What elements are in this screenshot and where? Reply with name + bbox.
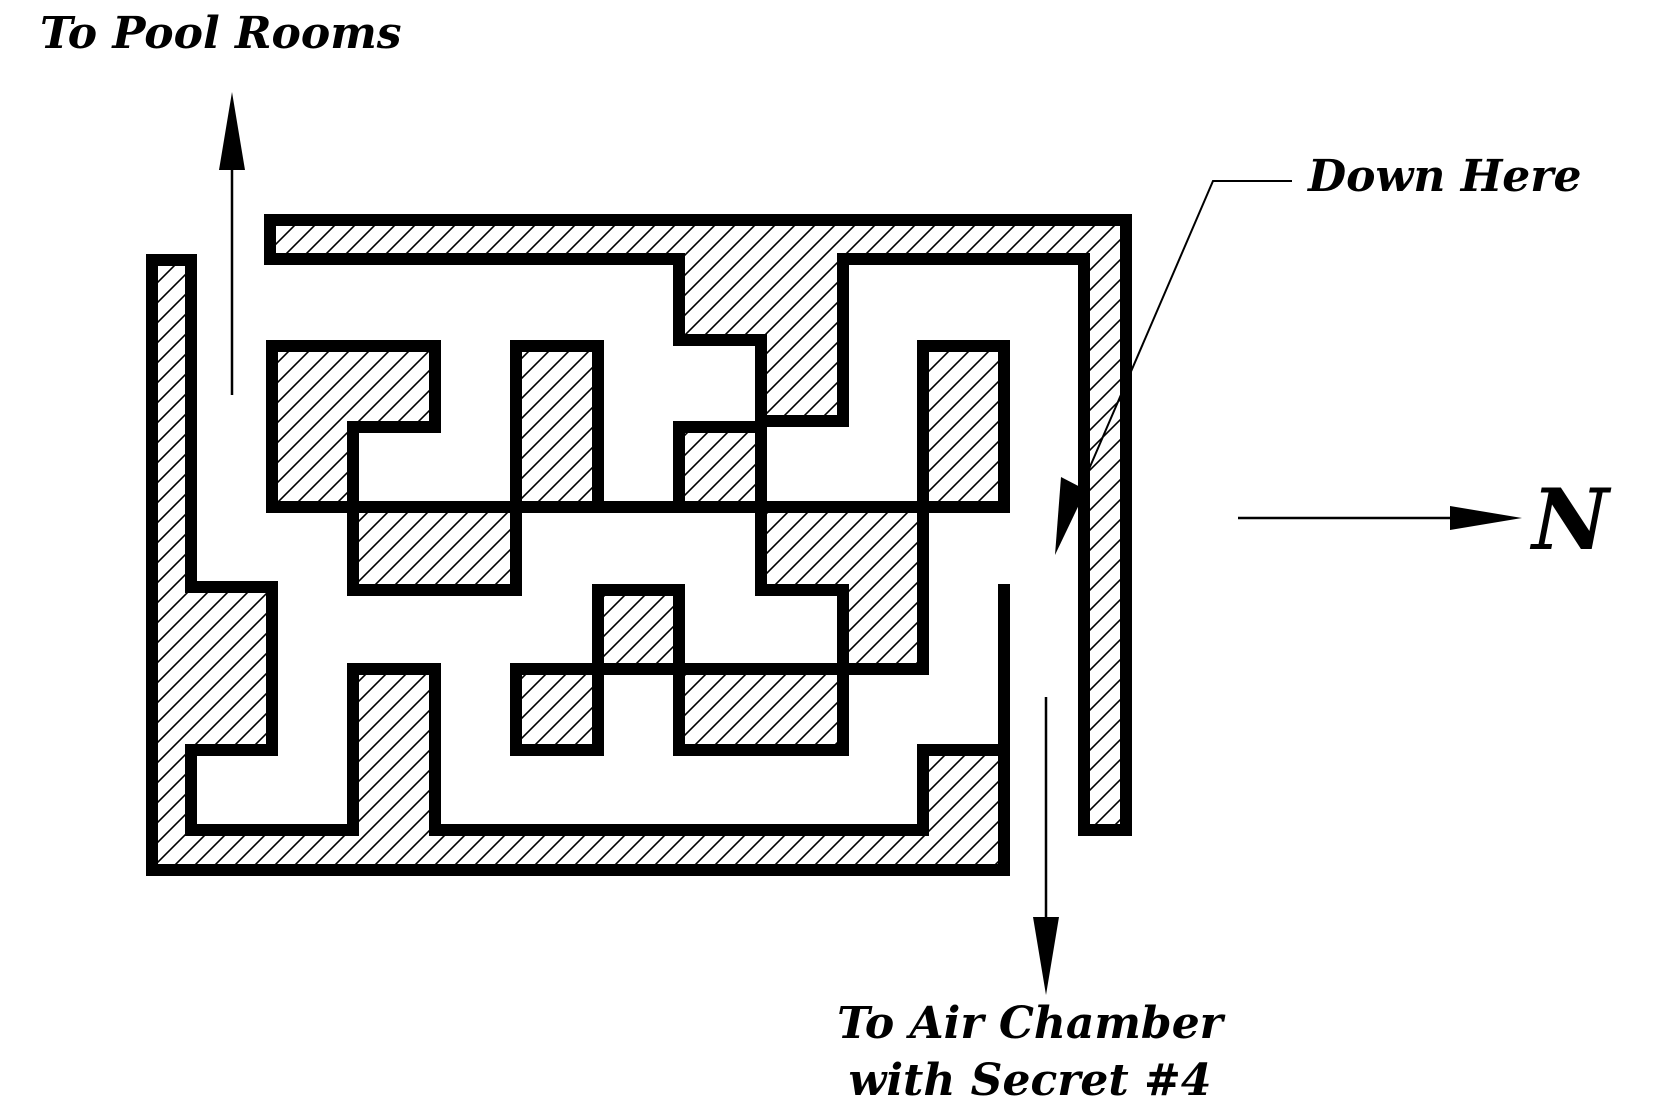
- block-2: [510, 340, 604, 513]
- leader-arrow-icon: [1055, 180, 1292, 555]
- block-8: [510, 663, 604, 756]
- to-air-chamber-line-1: To Air Chamber: [837, 998, 1223, 1049]
- north-label: N: [1532, 470, 1609, 569]
- to-pool-rooms-label: To Pool Rooms: [40, 8, 402, 59]
- outer-wall: [264, 214, 1132, 836]
- arrow-down-icon: [1033, 697, 1059, 995]
- to-air-chamber-line-2: with Secret #4: [848, 1055, 1212, 1106]
- block-5: [917, 340, 1010, 513]
- block-7: [592, 584, 685, 675]
- block-1: [266, 340, 441, 513]
- block-3: [347, 501, 522, 596]
- to-air-chamber-label: To Air Chamber with Secret #4: [837, 995, 1223, 1109]
- arrow-up-icon: [219, 92, 245, 395]
- inner-wall-lines: [429, 415, 1010, 756]
- outer-wall-west: [146, 254, 1010, 876]
- block-9: [673, 663, 849, 756]
- arrow-right-icon: [1238, 506, 1522, 530]
- down-here-label: Down Here: [1308, 151, 1582, 202]
- block-4: [673, 421, 767, 513]
